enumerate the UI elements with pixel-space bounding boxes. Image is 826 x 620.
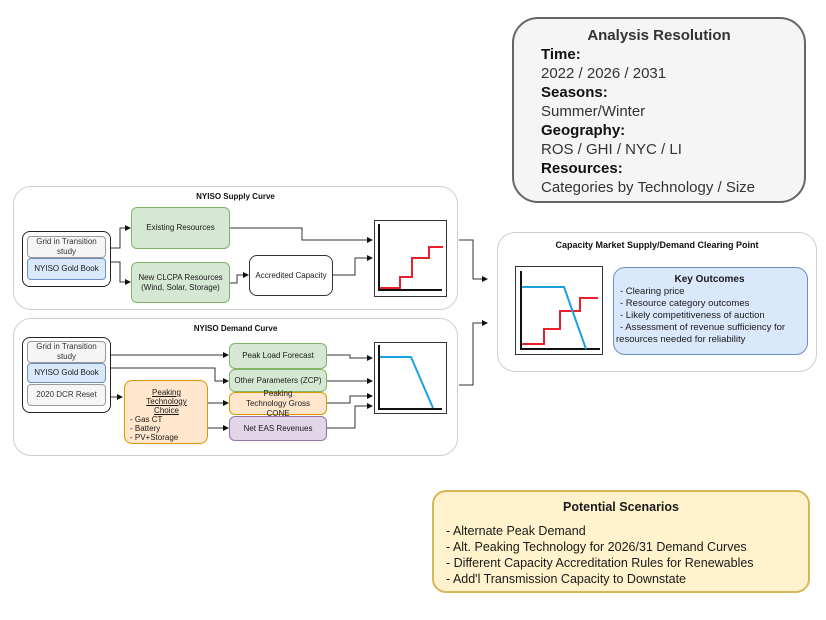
arrow-peakload-to-demandchart <box>327 354 373 361</box>
demand-curve-svg <box>378 345 442 410</box>
analysis-resolution-title: Analysis Resolution <box>587 27 731 44</box>
clearing-point-title: Capacity Market Supply/Demand Clearing P… <box>555 240 759 250</box>
clearing-point-svg <box>520 271 600 350</box>
potential-scenarios-title: Potential Scenarios <box>562 500 679 514</box>
new-clcpa-resources-node: New CLCPA Resources (Wind, Solar, Storag… <box>131 262 230 303</box>
existing-resources-node: Existing Resources <box>131 207 230 249</box>
clearing-demand-sloped-line <box>522 286 587 350</box>
arrow-demand-to-clearing <box>459 320 488 386</box>
key-outcomes-box: Key Outcomes - Clearing price - Resource… <box>613 267 808 355</box>
demand-input-gold-book: NYISO Gold Book <box>27 363 106 383</box>
analysis-resolution-box: Analysis Resolution Time: 2022 / 2026 / … <box>512 17 806 203</box>
scenario-alt-peaking-tech: - Alt. Peaking Technology for 2026/31 De… <box>446 540 747 554</box>
peaking-option-pv-storage: - PV+Storage <box>130 433 179 442</box>
arrow-to-new <box>110 261 131 285</box>
arrow-existing-to-supplychart <box>230 227 373 243</box>
outcome-revenue-sufficiency: - Assessment of revenue sufficiency for … <box>616 322 786 345</box>
demand-input-dcr-reset: 2020 DCR Reset <box>27 384 106 406</box>
supply-chart-axes <box>378 224 442 291</box>
peaking-option-battery: - Battery <box>130 424 161 433</box>
scenario-transmission: - Add'l Transmission Capacity to Downsta… <box>446 572 686 586</box>
peaking-technology-choice-node: Peaking Technology Choice - Gas CT - Bat… <box>124 380 208 444</box>
seasons-value: Summer/Winter <box>541 103 646 120</box>
arrow-to-existing <box>110 225 131 249</box>
clearing-chart-axes <box>520 271 600 350</box>
scenario-accreditation-rules: - Different Capacity Accreditation Rules… <box>446 556 754 570</box>
demand-input-grid-in-transition: Grid in Transition study <box>27 341 106 363</box>
potential-scenarios-box: Potential Scenarios - Alternate Peak Dem… <box>432 490 810 593</box>
supply-curve-title: NYISO Supply Curve <box>196 192 275 201</box>
arrow-eas-to-demandchart <box>327 403 373 429</box>
resources-value: Categories by Technology / Size <box>541 179 756 196</box>
demand-curve-title: NYISO Demand Curve <box>193 324 278 333</box>
supply-step-line <box>380 246 443 289</box>
supply-curve-svg <box>378 224 443 291</box>
arrow-to-other-params <box>110 367 229 384</box>
clearing-point-chart <box>515 266 603 355</box>
other-parameters-node: Other Parameters (ZCP) <box>229 369 327 392</box>
demand-chart-axes <box>378 345 442 410</box>
arrow-new-to-accredited <box>230 272 249 284</box>
geography-value: ROS / GHI / NYC / LI <box>541 141 682 158</box>
outcome-competitiveness: - Likely competitiveness of auction <box>620 310 765 321</box>
scenario-alternate-peak: - Alternate Peak Demand <box>446 524 586 538</box>
supply-input-grid-in-transition: Grid in Transition study <box>27 236 106 258</box>
arrow-supply-to-clearing <box>459 239 488 282</box>
geography-label: Geography: <box>541 122 626 139</box>
peaking-option-gas-ct: - Gas CT <box>130 415 163 424</box>
peak-load-forecast-node: Peak Load Forecast <box>229 343 327 369</box>
supply-curve-chart <box>374 220 447 297</box>
resources-label: Resources: <box>541 160 623 177</box>
net-eas-revenues-node: Net EAS Revenues <box>229 416 327 441</box>
key-outcomes-title: Key Outcomes <box>674 274 745 285</box>
demand-sloped-line <box>380 356 434 409</box>
arrow-accredited-to-supplychart <box>333 255 373 276</box>
peaking-gross-cone-node: Peaking Technology Gross CONE <box>229 389 327 418</box>
time-value: 2022 / 2026 / 2031 <box>541 65 667 82</box>
clearing-supply-step-line <box>522 297 598 345</box>
demand-curve-chart <box>374 342 447 414</box>
outcome-resource-category: - Resource category outcomes <box>620 298 750 309</box>
outcome-clearing-price: - Clearing price <box>620 286 685 297</box>
time-label: Time: <box>541 46 581 63</box>
arrow-cone-to-demandchart <box>327 393 373 404</box>
peaking-choice-title: Peaking Technology Choice <box>146 388 187 415</box>
seasons-label: Seasons: <box>541 84 608 101</box>
supply-input-gold-book: NYISO Gold Book <box>27 258 106 280</box>
accredited-capacity-node: Accredited Capacity <box>249 255 333 296</box>
